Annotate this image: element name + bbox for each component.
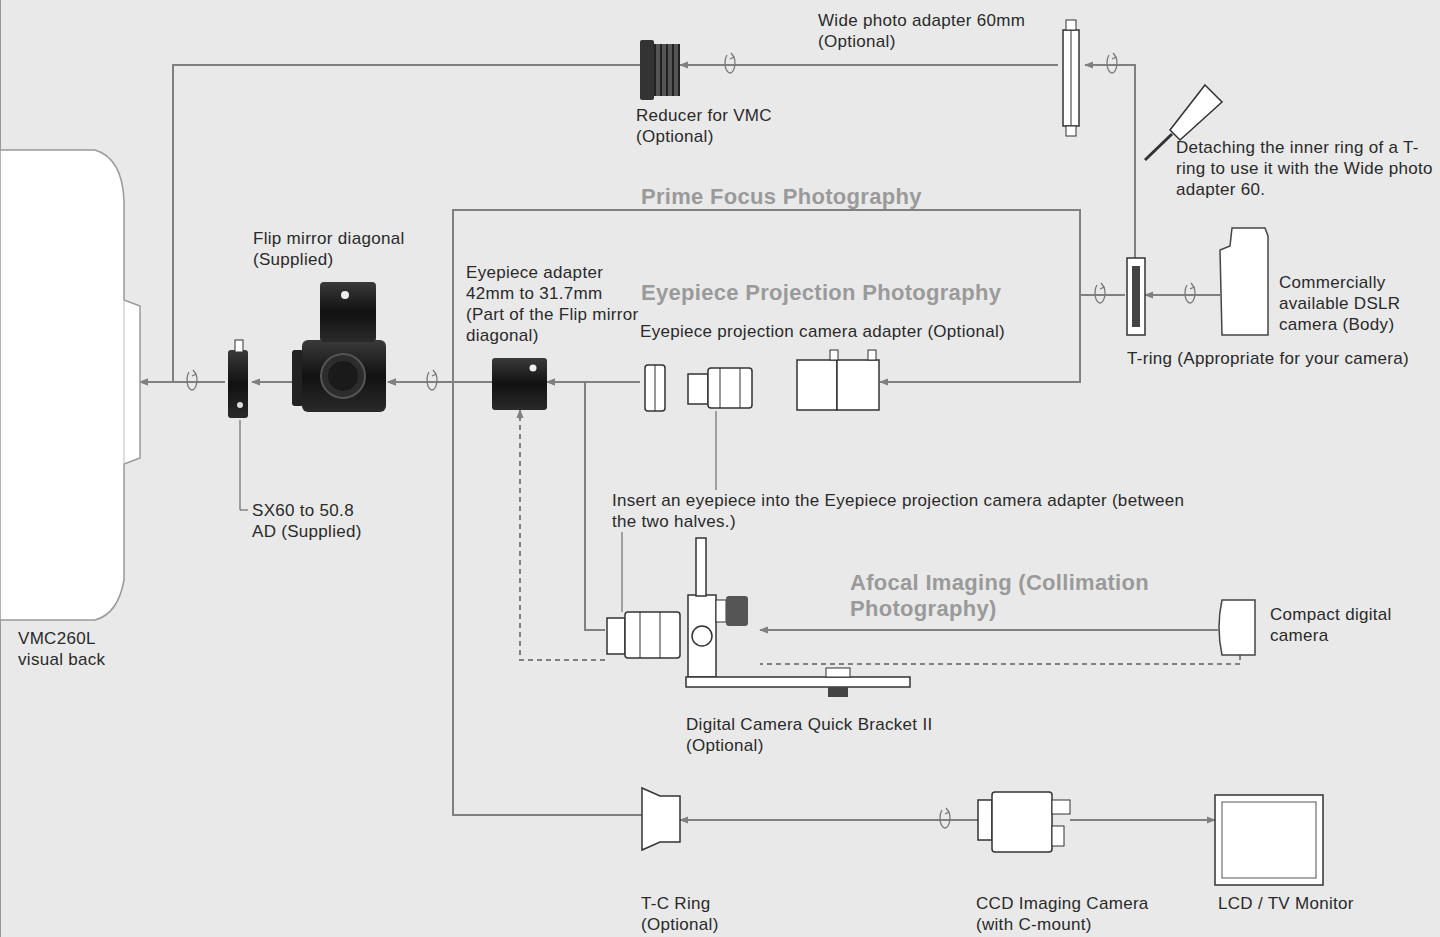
dslr-body <box>1220 228 1268 335</box>
component-label: CCD Imaging Camera (with C-mount) <box>976 893 1186 935</box>
connector <box>1070 819 1215 821</box>
component-label: SX60 to 50.8 AD (Supplied) <box>252 500 382 542</box>
projection-adapter <box>645 350 879 490</box>
component: SX60 to 50.8 AD (Supplied) <box>225 345 252 420</box>
component: T-C Ring (Optional) <box>642 788 680 850</box>
section-heading: Eyepiece Projection Photography <box>641 280 1061 306</box>
component-label: T-ring (Appropriate for your camera) <box>1127 348 1427 369</box>
connector <box>252 381 292 383</box>
note: Insert an eyepiece into the Eyepiece pro… <box>612 490 1212 532</box>
rotation-symbol <box>187 53 1195 828</box>
connector <box>760 655 1240 664</box>
component-label: Compact digital camera <box>1270 604 1430 646</box>
eyepiece-adapter <box>492 358 547 410</box>
component: Flip mirror diagonal (Supplied) <box>292 282 388 412</box>
section-heading: Prime Focus Photography <box>641 184 1061 210</box>
component-label: Commercially available DSLR camera (Body… <box>1279 272 1434 335</box>
component-label: Eyepiece projection camera adapter (Opti… <box>640 321 1100 342</box>
component: T-ring (Appropriate for your camera) <box>1125 258 1145 335</box>
reducer <box>640 40 680 100</box>
component: Reducer for VMC (Optional) <box>640 38 680 100</box>
component-label: T-C Ring (Optional) <box>641 893 751 935</box>
component-label: LCD / TV Monitor <box>1218 893 1418 914</box>
connector <box>520 410 605 660</box>
connector <box>680 819 978 821</box>
connector <box>388 210 1125 382</box>
flip-mirror-diagonal <box>292 282 386 412</box>
connector <box>547 382 605 630</box>
t-ring <box>1127 258 1145 335</box>
component: Wide photo adapter 60mm (Optional) <box>1058 20 1085 136</box>
connector <box>140 65 640 382</box>
connector <box>1085 65 1135 258</box>
component: Commercially available DSLR camera (Body… <box>1220 228 1270 335</box>
component: Eyepiece projection camera adapter (Opti… <box>640 355 880 411</box>
connector <box>680 64 1058 66</box>
section-heading: Afocal Imaging (Collimation Photography) <box>850 570 1180 622</box>
connector <box>760 629 1218 631</box>
compact-camera <box>1219 600 1255 655</box>
component: CCD Imaging Camera (with C-mount) <box>978 790 1070 855</box>
component: Compact digital camera <box>1218 600 1255 655</box>
component-label: Digital Camera Quick Bracket II (Optiona… <box>686 714 986 756</box>
wide-photo-adapter <box>1063 20 1079 136</box>
component: LCD / TV Monitor <box>1215 795 1323 885</box>
component: VMC260L visual back <box>0 150 140 620</box>
component: Digital Camera Quick Bracket II (Optiona… <box>605 538 760 690</box>
component-label: Reducer for VMC (Optional) <box>636 105 806 147</box>
component-label: Wide photo adapter 60mm (Optional) <box>818 10 1054 52</box>
note: Detaching the inner ring of a T-ring to … <box>1176 137 1434 200</box>
connector <box>388 382 642 815</box>
monitor <box>1215 795 1323 885</box>
component: Eyepiece adapter 42mm to 31.7mm (Part of… <box>492 358 547 410</box>
component-label: VMC260L visual back <box>18 628 138 670</box>
visual-back-edge <box>124 300 125 464</box>
telescope-body <box>0 150 140 620</box>
tc-ring <box>642 788 680 850</box>
connector <box>1145 294 1220 296</box>
ccd-camera <box>978 792 1070 852</box>
component-label: Flip mirror diagonal (Supplied) <box>253 228 453 270</box>
sx60-adapter <box>228 340 248 510</box>
component-label: Eyepiece adapter 42mm to 31.7mm (Part of… <box>466 262 641 346</box>
